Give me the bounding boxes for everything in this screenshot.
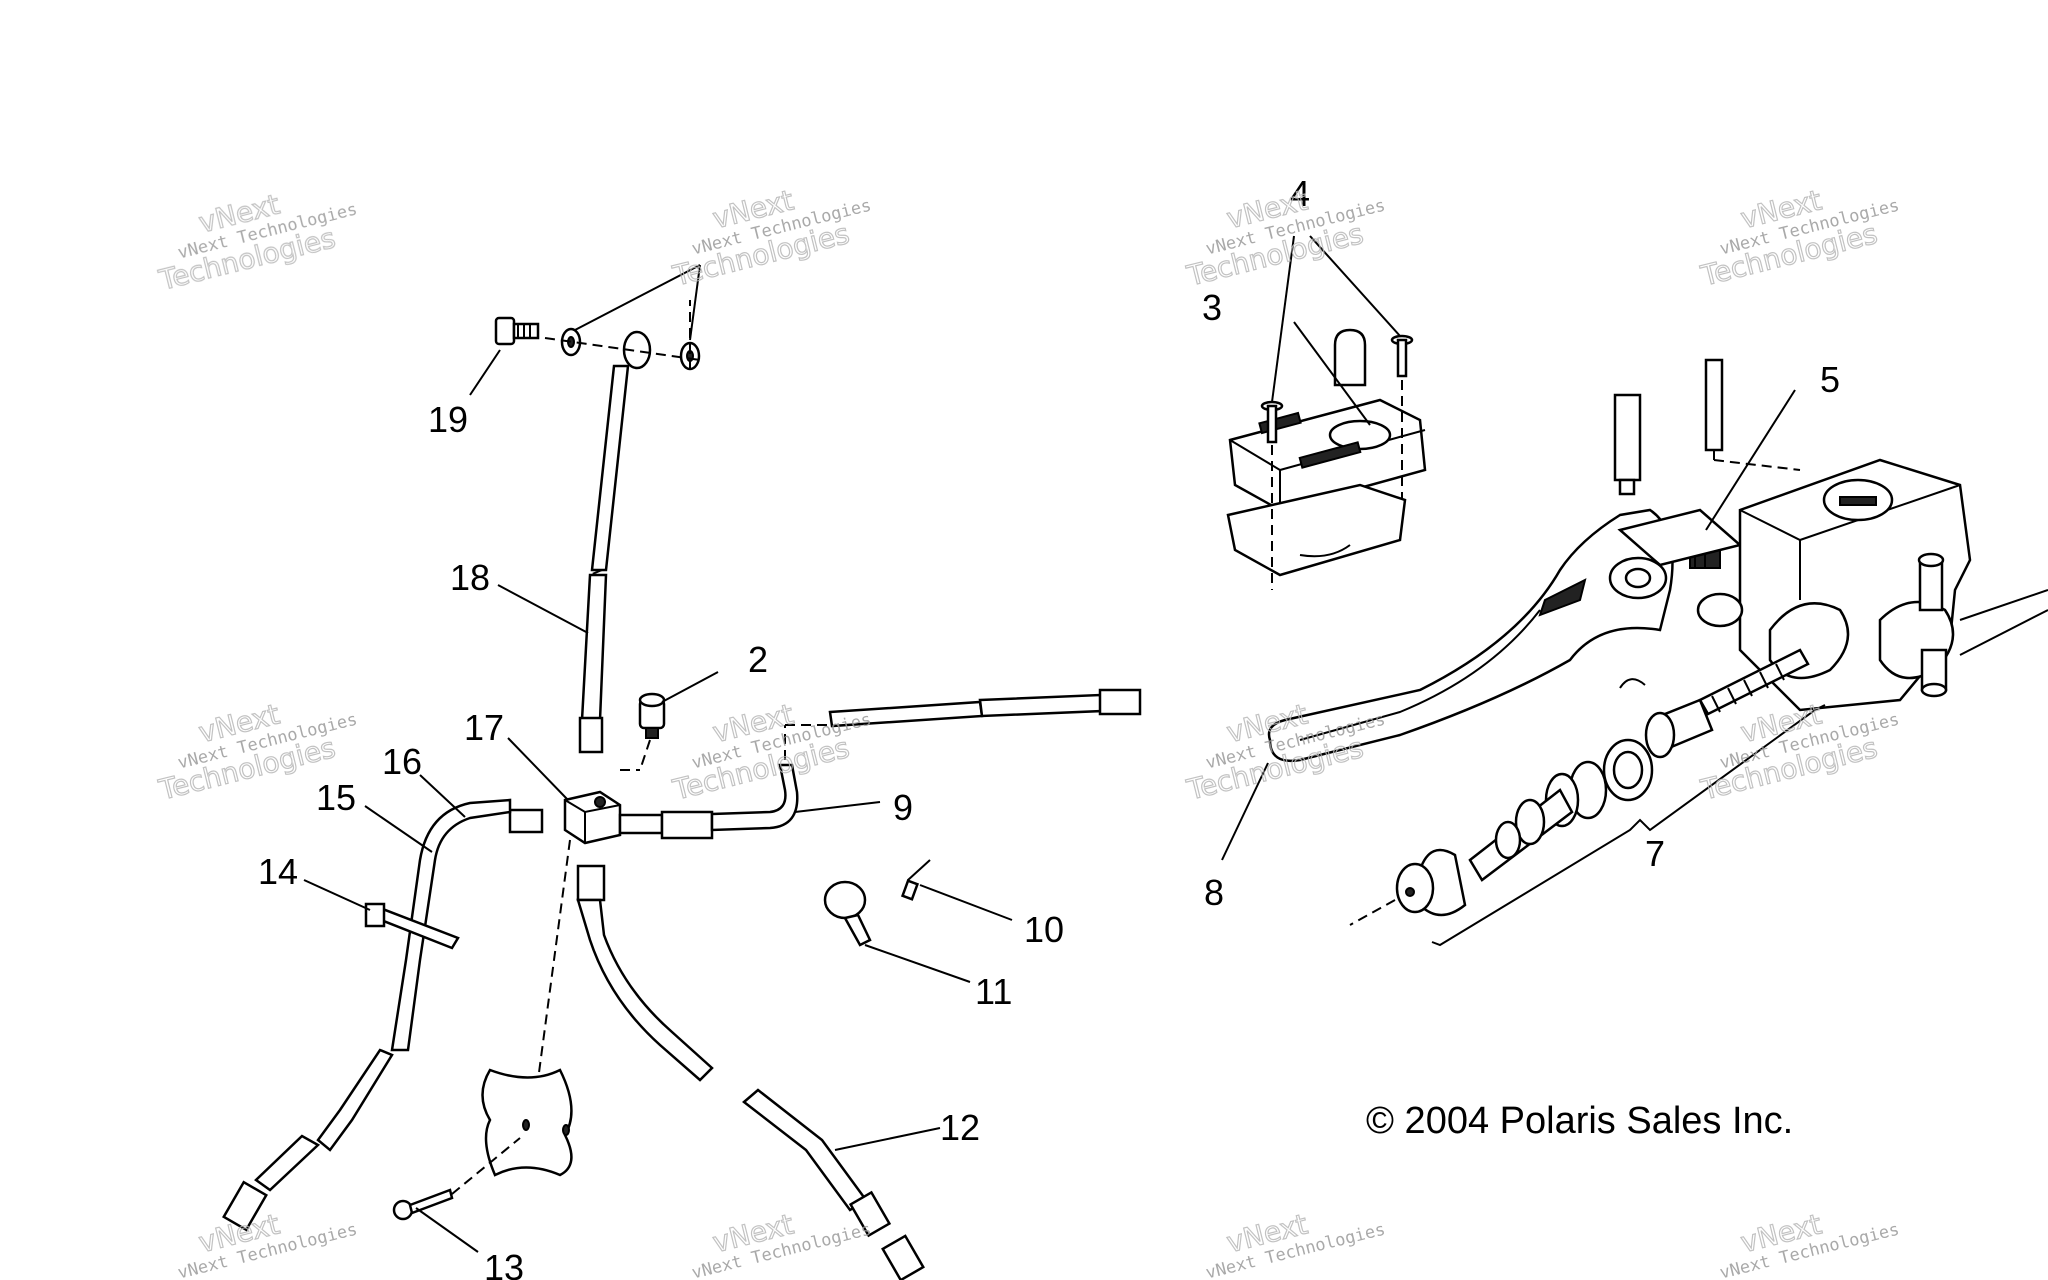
callout-17: 17 bbox=[464, 707, 504, 748]
watermark: vNext vNext Technologies Technologies bbox=[1183, 183, 1388, 293]
piston-kit-7 bbox=[1349, 648, 1810, 926]
brake-light-switch-2 bbox=[638, 692, 666, 739]
brake-tee-block-17 bbox=[563, 790, 622, 845]
callout-10: 10 bbox=[1024, 909, 1064, 950]
brake-line-assembly bbox=[222, 264, 1142, 1280]
cap-screw-4 bbox=[1390, 334, 1414, 378]
master-cylinder-assembly bbox=[1226, 328, 2048, 947]
brake-line-9 bbox=[710, 763, 799, 832]
callout-14: 14 bbox=[258, 851, 298, 892]
watermark: vNext vNext Technologies Technologies bbox=[155, 187, 360, 297]
callout-18: 18 bbox=[450, 557, 490, 598]
screw-13 bbox=[392, 1188, 454, 1221]
callouts: 2 3 4 5 7 8 9 10 11 12 13 14 15 16 17 18… bbox=[258, 173, 1840, 1280]
watermark: vNext vNext Technologies bbox=[176, 1207, 360, 1280]
brake-hose-12 bbox=[576, 898, 714, 1082]
callout-4: 4 bbox=[1290, 173, 1310, 214]
brake-hose-18 bbox=[590, 364, 630, 572]
watermark: vNext vNext Technologies bbox=[1204, 1207, 1388, 1280]
callout-15: 15 bbox=[316, 777, 356, 818]
callout-3: 3 bbox=[1202, 287, 1222, 328]
callout-13: 13 bbox=[484, 1247, 524, 1280]
watermark: vNext vNext Technologies Technologies bbox=[1183, 697, 1388, 807]
leader-lines bbox=[303, 235, 1796, 1253]
screw-10 bbox=[900, 859, 931, 901]
callout-2: 2 bbox=[748, 639, 768, 680]
callout-19: 19 bbox=[428, 399, 468, 440]
callout-9: 9 bbox=[893, 787, 913, 828]
callout-12: 12 bbox=[940, 1107, 980, 1148]
reservoir-cap-3 bbox=[1226, 398, 1427, 577]
watermark: vNext vNext Technologies Technologies bbox=[1697, 697, 1902, 807]
copyright-notice: © 2004 Polaris Sales Inc. bbox=[1366, 1100, 1793, 1142]
watermark: vNext vNext Technologies Technologies bbox=[669, 183, 874, 293]
clip-11 bbox=[823, 880, 872, 947]
banjo-bolt-19 bbox=[494, 316, 540, 346]
callout-8: 8 bbox=[1204, 872, 1224, 913]
callout-16: 16 bbox=[382, 741, 422, 782]
watermark: vNext vNext Technologies bbox=[1718, 1207, 1902, 1280]
callout-5: 5 bbox=[1820, 359, 1840, 400]
callout-7: 7 bbox=[1645, 833, 1665, 874]
watermark: vNext vNext Technologies Technologies bbox=[1697, 183, 1902, 293]
watermark: vNext vNext Technologies Technologies bbox=[669, 697, 874, 807]
callout-11: 11 bbox=[975, 971, 1012, 1012]
